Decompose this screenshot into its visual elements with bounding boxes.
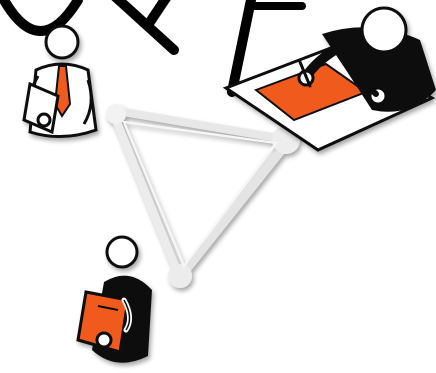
person-holding-clipboard-icon [78, 237, 152, 363]
node-joint-reader [168, 264, 192, 288]
edge-writer-reader [180, 140, 290, 278]
person-reading-document-icon [24, 26, 96, 137]
person-writing-at-desk-icon [226, 8, 436, 150]
